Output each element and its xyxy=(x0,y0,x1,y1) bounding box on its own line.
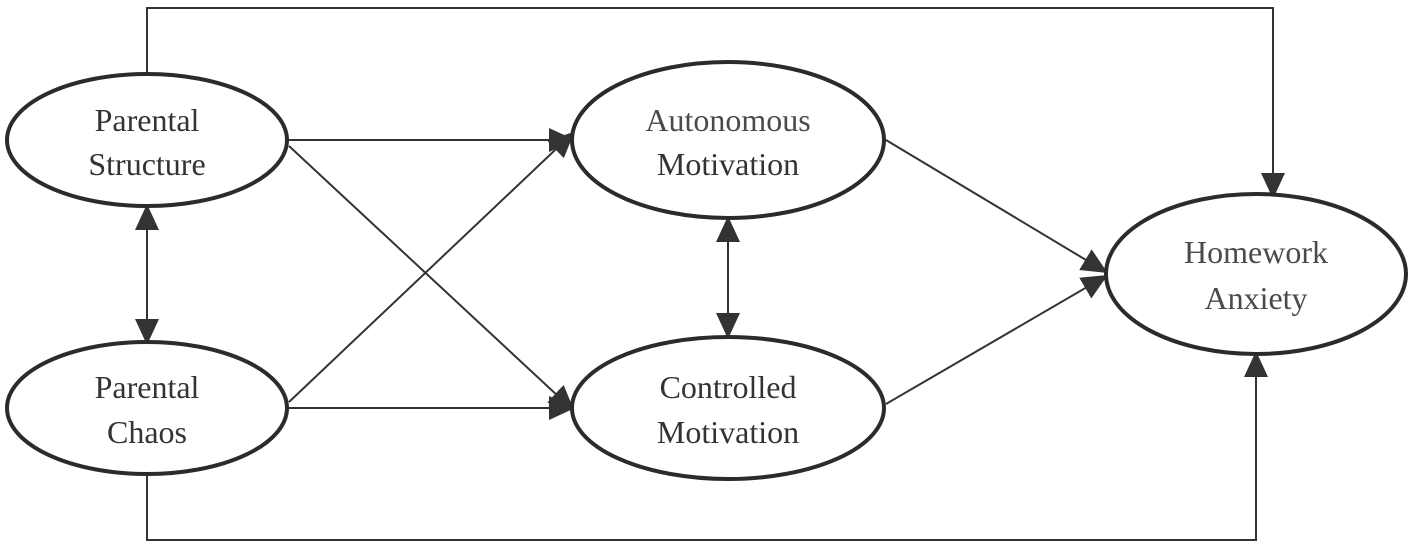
node-parental-chaos-line2: Chaos xyxy=(107,414,187,450)
node-autonomous-motivation-line1: Autonomous xyxy=(645,102,810,138)
edge-structure-to-controlled xyxy=(288,145,575,412)
node-parental-structure-line2: Structure xyxy=(88,146,205,182)
edge-controlled-to-anxiety xyxy=(885,274,1108,405)
node-controlled-motivation-line1: Controlled xyxy=(660,369,797,405)
node-controlled-motivation: Controlled Motivation xyxy=(570,335,886,481)
edge-structure-to-anxiety xyxy=(146,7,1285,199)
node-homework-anxiety-line1: Homework xyxy=(1184,234,1328,270)
edge-chaos-to-autonomous xyxy=(288,131,575,403)
node-autonomous-motivation-line2: Motivation xyxy=(657,146,799,182)
node-parental-structure: Parental Structure xyxy=(5,72,289,208)
edge-autonomous-to-anxiety xyxy=(885,139,1108,274)
node-parental-chaos-line1: Parental xyxy=(95,369,200,405)
node-controlled-motivation-line2: Motivation xyxy=(657,414,799,450)
node-autonomous-motivation: Autonomous Motivation xyxy=(570,60,886,220)
node-homework-anxiety-line2: Anxiety xyxy=(1204,280,1307,316)
node-homework-anxiety: Homework Anxiety xyxy=(1104,192,1408,356)
node-parental-chaos: Parental Chaos xyxy=(5,340,289,476)
node-parental-structure-line1: Parental xyxy=(95,102,200,138)
edge-chaos-to-anxiety xyxy=(146,351,1268,541)
